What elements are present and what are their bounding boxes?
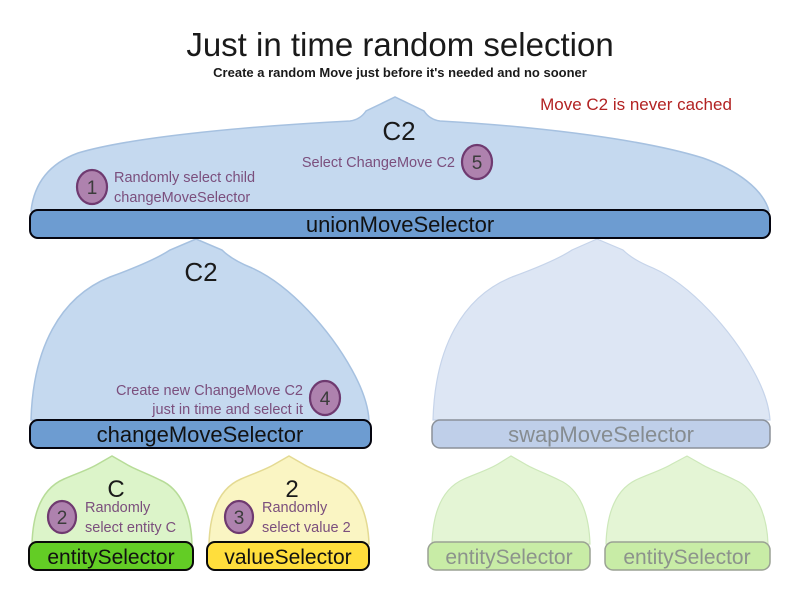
union-selector-bar — [29, 209, 771, 239]
value-selected-label: 2 — [285, 476, 298, 503]
page-title: Just in time random selection — [186, 26, 613, 63]
step2-number: 2 — [57, 508, 68, 529]
swap-selector-bar — [431, 419, 771, 449]
entity-selected-label: C — [107, 476, 124, 503]
step2-circle — [46, 499, 78, 535]
step3-text-line1: Randomly — [262, 500, 328, 516]
step2-text-line2: select entity C — [85, 520, 176, 536]
union-selector-label: unionMoveSelector — [306, 212, 494, 237]
step4-circle — [308, 379, 342, 417]
step4-text-line1: Create new ChangeMove C2 — [116, 383, 303, 399]
change-selector-funnel — [30, 238, 370, 421]
faded-entity-selector-funnel-2 — [605, 455, 769, 545]
faded-entity-selector-label-2: entitySelector — [623, 546, 750, 569]
faded-entity-selector-label-1: entitySelector — [445, 546, 572, 569]
step1-number: 1 — [87, 178, 98, 199]
union-selector-funnel — [30, 96, 770, 212]
never-cached-annotation: Move C2 is never cached — [540, 95, 732, 114]
step5-number: 5 — [472, 153, 483, 174]
union-move-label: C2 — [382, 116, 415, 146]
page-subtitle: Create a random Move just before it's ne… — [213, 65, 587, 80]
step1-text-line2: changeMoveSelector — [114, 190, 250, 206]
value-selector-bar — [206, 541, 370, 571]
faded-entity-selector-bar-2 — [604, 541, 771, 571]
step1-circle — [75, 168, 109, 206]
value-selector-label: valueSelector — [224, 546, 351, 569]
step3-number: 3 — [234, 508, 245, 529]
faded-entity-selector-funnel-1 — [431, 455, 591, 545]
step4-text-line2: just in time and select it — [151, 402, 303, 418]
swap-selector-label: swapMoveSelector — [508, 422, 694, 447]
change-selector-label: changeMoveSelector — [97, 422, 304, 447]
entity-selector-label: entitySelector — [47, 546, 174, 569]
step5-circle — [460, 143, 494, 181]
step1-text-line1: Randomly select child — [114, 170, 255, 186]
step3-circle — [223, 499, 255, 535]
entity-selector-bar — [28, 541, 194, 571]
change-selector-bar — [29, 419, 372, 449]
step3-text-line2: select value 2 — [262, 520, 351, 536]
step4-number: 4 — [320, 389, 331, 410]
faded-entity-selector-bar-1 — [427, 541, 591, 571]
change-move-label: C2 — [184, 257, 217, 287]
swap-selector-funnel — [432, 238, 771, 421]
step5-text: Select ChangeMove C2 — [302, 155, 455, 171]
step2-text-line1: Randomly — [85, 500, 151, 516]
